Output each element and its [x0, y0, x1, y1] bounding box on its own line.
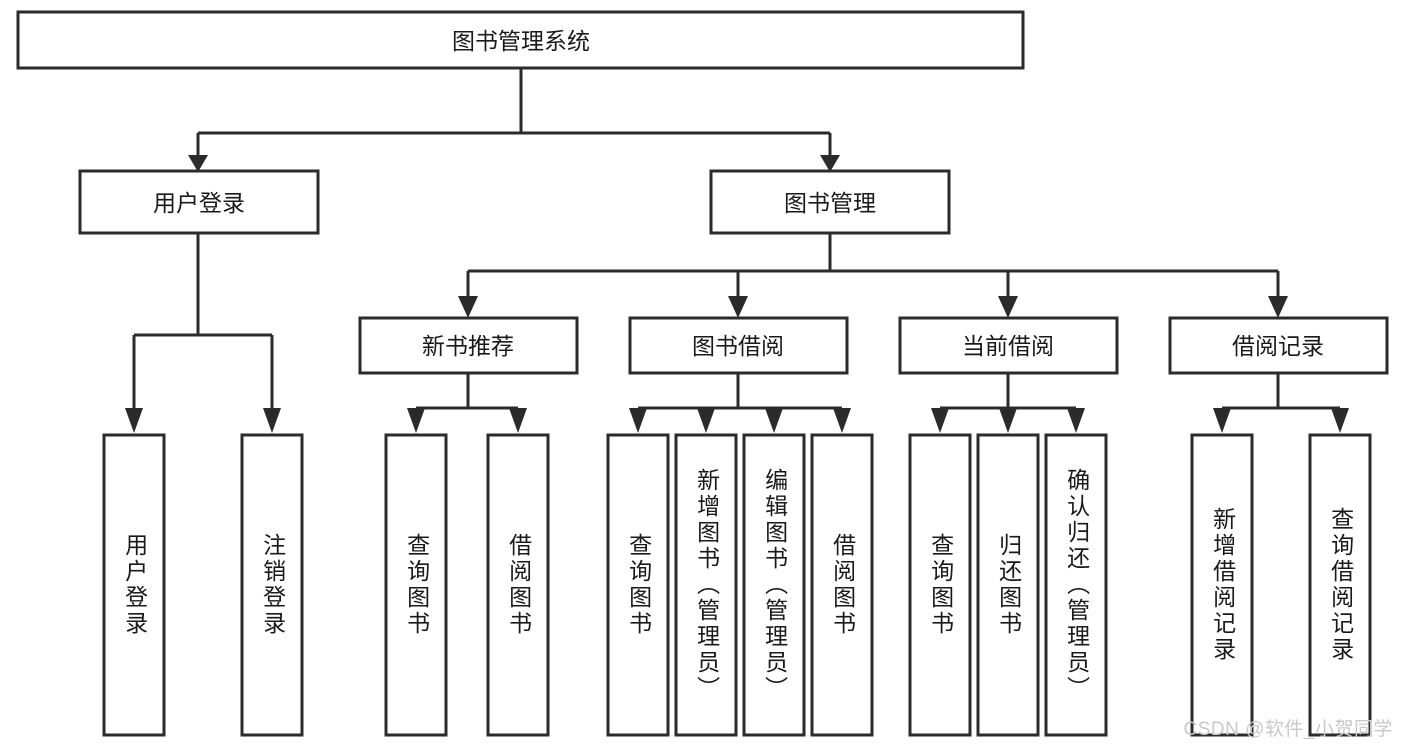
leaf-box-book-borrow-2[interactable] — [742, 433, 806, 737]
node-user-login-label: 用户登录 — [153, 190, 245, 216]
node-borrow-record-label: 借阅记录 — [1232, 333, 1324, 359]
arrowhead-leaf-book-borrow-1 — [697, 408, 715, 433]
arrowhead-user-login — [188, 155, 208, 172]
node-root-box[interactable] — [16, 10, 1025, 70]
arrowhead-leaf-new-book-0 — [407, 408, 425, 433]
arrowhead-leaf-user-login-0 — [125, 408, 143, 433]
arrowhead-book-manage — [820, 155, 840, 172]
node-root-label: 图书管理系统 — [452, 28, 590, 54]
leaf-box-new-book-0[interactable] — [384, 433, 448, 737]
arrowhead-leaf-current-borrow-0 — [931, 408, 949, 433]
arrowhead-leaf-book-borrow-0 — [629, 408, 647, 433]
node-new-book-label: 新书推荐 — [422, 333, 514, 359]
arrowhead-book-borrow — [728, 296, 748, 318]
leaf-box-borrow-record-0[interactable] — [1190, 433, 1254, 737]
arrowhead-leaf-book-borrow-2 — [765, 408, 783, 433]
node-current-borrow-label: 当前借阅 — [962, 333, 1054, 359]
arrowhead-new-book — [458, 296, 478, 318]
csdn-watermark: CSDN @软件_小贺同学 — [1183, 719, 1393, 740]
node-book-borrow-box[interactable] — [628, 316, 849, 375]
node-book-manage-box[interactable] — [709, 169, 951, 235]
node-borrow-record-box[interactable] — [1168, 316, 1389, 375]
leaf-box-current-borrow-1[interactable] — [976, 433, 1040, 737]
arrowhead-leaf-user-login-1 — [263, 408, 281, 433]
node-user-login-box[interactable] — [78, 169, 320, 235]
leaf-box-new-book-1[interactable] — [486, 433, 550, 737]
node-book-borrow-label: 图书借阅 — [692, 333, 784, 359]
leaf-box-borrow-record-1[interactable] — [1308, 433, 1372, 737]
leaf-box-book-borrow-3[interactable] — [810, 433, 874, 737]
leaf-box-book-borrow-1[interactable] — [674, 433, 738, 737]
arrowhead-leaf-current-borrow-1 — [999, 408, 1017, 433]
node-current-borrow-box[interactable] — [898, 316, 1119, 375]
arrowhead-leaf-borrow-record-1 — [1331, 408, 1349, 433]
arrowhead-leaf-book-borrow-3 — [833, 408, 851, 433]
leaf-box-current-borrow-2[interactable] — [1044, 433, 1108, 737]
leaf-box-current-borrow-0[interactable] — [908, 433, 972, 737]
arrowhead-leaf-borrow-record-0 — [1213, 408, 1231, 433]
arrowhead-borrow-record — [1268, 296, 1288, 318]
arrowhead-current-borrow — [998, 296, 1018, 318]
arrowhead-layer — [125, 155, 1349, 433]
leaf-box-user-login-1[interactable] — [240, 433, 304, 737]
node-new-book-box[interactable] — [358, 316, 579, 375]
leaf-box-book-borrow-0[interactable] — [606, 433, 670, 737]
arrowhead-leaf-new-book-1 — [509, 408, 527, 433]
leaf-box-user-login-0[interactable] — [102, 433, 166, 737]
node-book-manage-label: 图书管理 — [784, 190, 876, 216]
node-layer: 图书管理系统 用户登录 图书管理 新书推荐 图书借阅 当前借阅 借阅记录 — [16, 10, 1389, 737]
arrowhead-leaf-current-borrow-2 — [1067, 408, 1085, 433]
